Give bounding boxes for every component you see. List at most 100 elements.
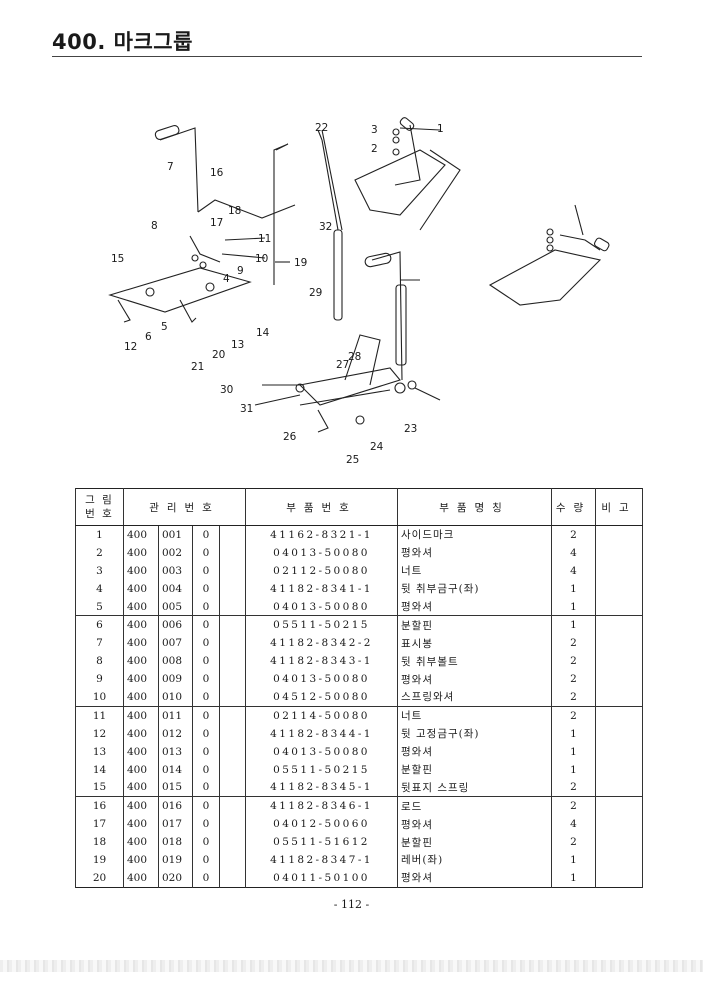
fig-no-cell: 8	[75, 652, 124, 671]
callout-24: 24	[370, 441, 384, 453]
part-name-cell: 뒷 취부볼트	[397, 652, 553, 671]
table-header-row: 그 림 번 호 관리번호 부품번호 부품명칭 수량 비고	[75, 488, 644, 526]
part-no-cell: 04012-50060	[245, 815, 399, 834]
part-name-cell: 평와셔	[397, 597, 553, 617]
part-name-cell: 로드	[397, 796, 553, 816]
remarks-cell	[595, 742, 644, 761]
mgmt-seq-cell: 004	[158, 579, 193, 598]
mgmt-rev-cell: 0	[192, 615, 220, 635]
part-name-cell: 평와셔	[397, 815, 553, 834]
callout-19: 19	[294, 257, 307, 269]
callout-29: 29	[309, 287, 322, 299]
header-qty: 수량	[551, 488, 597, 526]
part-name-cell: 분할핀	[397, 615, 553, 635]
mgmt-group-cell: 400	[123, 815, 159, 834]
mgmt-group-cell: 400	[123, 760, 159, 779]
mgmt-rev-cell: 0	[192, 706, 220, 725]
title-rule	[52, 56, 642, 57]
qty-cell: 1	[551, 851, 597, 869]
page-number: - 112 -	[333, 898, 370, 911]
callout-22: 22	[315, 122, 328, 134]
part-name-cell: 뒷표지 스프링	[397, 778, 553, 798]
qty-cell: 1	[551, 868, 597, 888]
mgmt-group-cell: 400	[123, 706, 159, 725]
part-no-cell: 41182-8344-1	[245, 724, 399, 743]
scan-edge	[0, 960, 703, 972]
mgmt-blank-cell	[218, 652, 247, 671]
part-no-cell: 41182-8347-1	[245, 851, 399, 869]
fig-no-cell: 3	[75, 561, 124, 580]
remarks-cell	[595, 525, 644, 544]
mgmt-rev-cell: 0	[192, 652, 220, 671]
qty-cell: 1	[551, 724, 597, 743]
fig-no-cell: 18	[75, 833, 124, 852]
part-name-cell: 너트	[397, 561, 553, 580]
part-no-cell: 04512-50080	[245, 688, 399, 707]
part-no-cell: 04013-50080	[245, 670, 399, 689]
callout-13: 13	[231, 339, 244, 351]
part-name-cell: 스프링와셔	[397, 688, 553, 707]
mgmt-seq-cell: 016	[158, 796, 193, 816]
part-name-cell: 분할핀	[397, 760, 553, 779]
qty-cell: 1	[551, 579, 597, 598]
remarks-cell	[595, 670, 644, 689]
part-no-cell: 41182-8341-1	[245, 579, 399, 598]
remarks-cell	[595, 579, 644, 598]
mgmt-group-cell: 400	[123, 851, 159, 869]
qty-cell: 1	[551, 742, 597, 761]
mgmt-rev-cell: 0	[192, 561, 220, 580]
mgmt-group-cell: 400	[123, 833, 159, 852]
parts-diagram: 1 2 3 4 5 6 7 8 9 10 11 12 13 14 15 16 1…	[108, 117, 610, 466]
mgmt-blank-cell	[218, 615, 247, 635]
mgmt-group-cell: 400	[123, 724, 159, 743]
mgmt-seq-cell: 008	[158, 652, 193, 671]
fig-no-cell: 17	[75, 815, 124, 834]
fig-no-cell: 13	[75, 742, 124, 761]
mgmt-rev-cell: 0	[192, 670, 220, 689]
fig-no-cell: 5	[75, 597, 124, 617]
remarks-cell	[595, 634, 644, 653]
mgmt-group-cell: 400	[123, 688, 159, 707]
part-no-cell: 41182-8343-1	[245, 652, 399, 671]
mgmt-seq-cell: 014	[158, 760, 193, 779]
remarks-cell	[595, 597, 644, 617]
part-no-cell: 04013-50080	[245, 543, 399, 562]
part-name-cell: 평와셔	[397, 670, 553, 689]
mgmt-group-cell: 400	[123, 868, 159, 888]
mgmt-group-cell: 400	[123, 670, 159, 689]
callout-23: 23	[404, 423, 417, 435]
part-name-cell: 레버(좌)	[397, 851, 553, 869]
mgmt-group-cell: 400	[123, 778, 159, 798]
callout-10: 10	[255, 253, 268, 265]
qty-cell: 1	[551, 597, 597, 617]
callout-31: 31	[240, 403, 253, 415]
mgmt-blank-cell	[218, 579, 247, 598]
mgmt-rev-cell: 0	[192, 634, 220, 653]
fig-no-cell: 10	[75, 688, 124, 707]
qty-cell: 1	[551, 615, 597, 635]
mgmt-rev-cell: 0	[192, 724, 220, 743]
mgmt-blank-cell	[218, 778, 247, 798]
callout-30: 30	[220, 384, 233, 396]
mgmt-blank-cell	[218, 561, 247, 580]
part-name-cell: 뒷 취부금구(좌)	[397, 579, 553, 598]
callout-7: 7	[167, 161, 174, 173]
remarks-cell	[595, 652, 644, 671]
remarks-cell	[595, 833, 644, 852]
mgmt-blank-cell	[218, 851, 247, 869]
callout-2: 2	[371, 143, 378, 155]
remarks-cell	[595, 615, 644, 635]
mgmt-rev-cell: 0	[192, 597, 220, 617]
part-name-cell: 평와셔	[397, 543, 553, 562]
callout-5: 5	[161, 321, 168, 333]
mgmt-seq-cell: 019	[158, 851, 193, 869]
remarks-cell	[595, 543, 644, 562]
mgmt-seq-cell: 013	[158, 742, 193, 761]
part-name-cell: 분할핀	[397, 833, 553, 852]
mgmt-rev-cell: 0	[192, 815, 220, 834]
qty-cell: 2	[551, 796, 597, 816]
mgmt-seq-cell: 009	[158, 670, 193, 689]
remarks-cell	[595, 688, 644, 707]
